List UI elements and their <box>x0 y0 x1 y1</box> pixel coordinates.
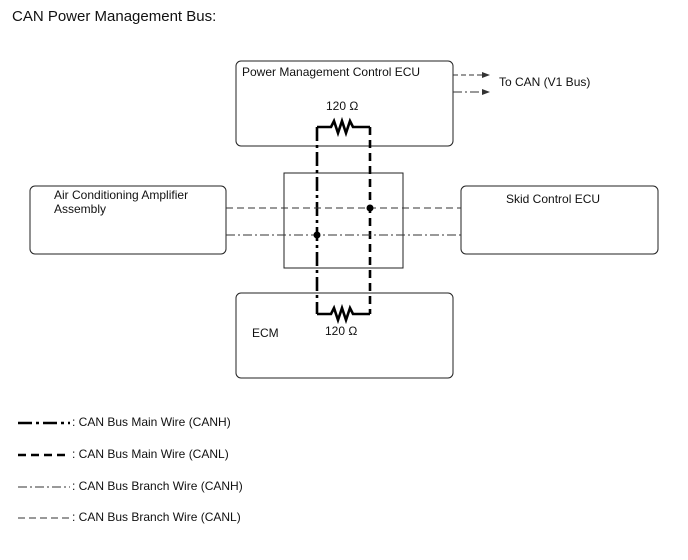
skid-ecu-box <box>460 185 659 255</box>
junction-dot-canh <box>313 231 321 239</box>
legend-label-canl-main: : CAN Bus Main Wire (CANL) <box>72 447 229 461</box>
aircon-ecu-box <box>29 185 227 255</box>
pmc-ecu-label: Power Management Control ECU <box>242 65 421 79</box>
junction-connector <box>283 172 404 269</box>
legend-label-canl-branch: : CAN Bus Branch Wire (CANL) <box>72 510 241 524</box>
resistor-top-label: 120 Ω <box>326 99 359 113</box>
skid-ecu-label: Skid Control ECU <box>506 192 601 206</box>
ecm-box <box>235 292 454 379</box>
arrowhead-1 <box>482 72 490 78</box>
diagram-title: CAN Power Management Bus: <box>12 8 217 25</box>
legend-label-canh-branch: : CAN Bus Branch Wire (CANH) <box>72 479 243 493</box>
resistor-bottom-label: 120 Ω <box>325 324 358 338</box>
ecm-label: ECM <box>252 326 279 340</box>
legend-label-canh-main: : CAN Bus Main Wire (CANH) <box>72 415 231 429</box>
aircon-label-line1: Air Conditioning Amplifier <box>54 188 189 202</box>
arrowhead-2 <box>482 89 490 95</box>
resistor-top <box>317 116 370 138</box>
junction-dot-canl <box>366 204 374 212</box>
aircon-label-line2: Assembly <box>54 202 107 216</box>
pmc-ecu-box <box>235 60 454 147</box>
resistor-bottom <box>317 303 370 325</box>
to-can-label: To CAN (V1 Bus) <box>499 75 591 89</box>
